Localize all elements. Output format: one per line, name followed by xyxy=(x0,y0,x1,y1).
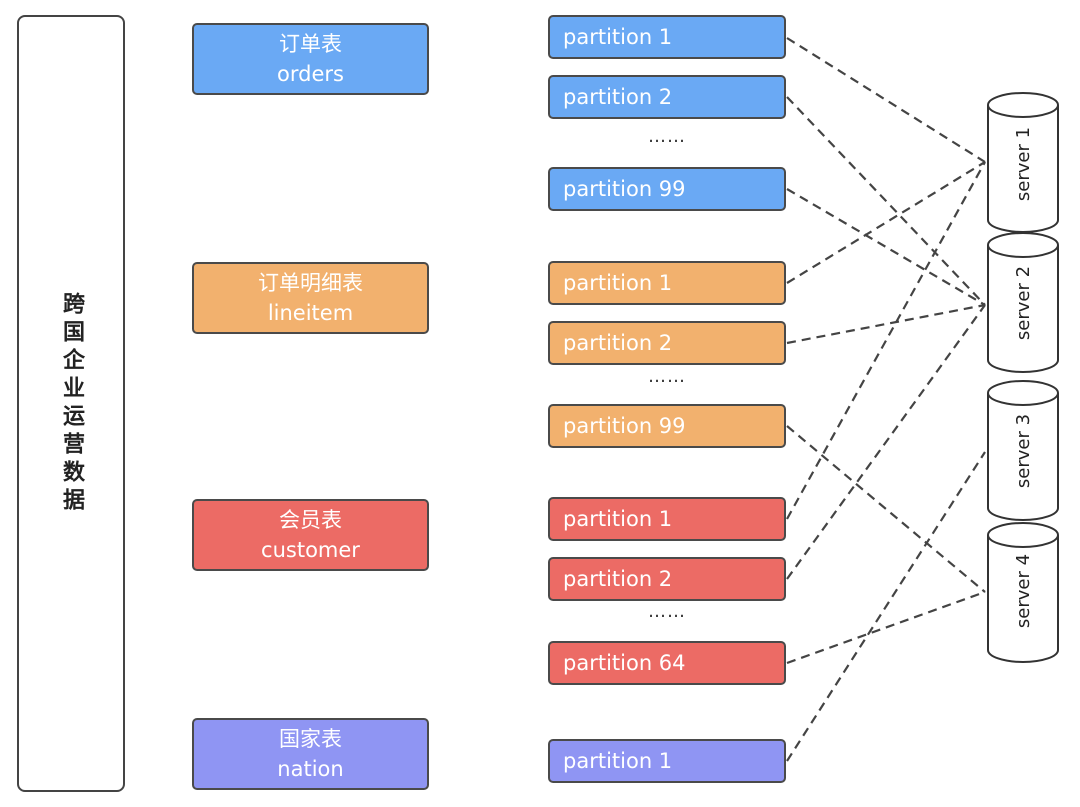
server-cylinder-top xyxy=(987,92,1059,118)
server-cylinder-top xyxy=(987,232,1059,258)
connection-line xyxy=(786,161,986,284)
table-name-cn: 订单表 xyxy=(279,32,342,56)
connection-line xyxy=(786,188,986,306)
data-group-title: 跨国企业运营数据 xyxy=(59,291,84,516)
server-cylinder-top xyxy=(987,522,1059,548)
table-name-en: customer xyxy=(261,538,360,562)
connection-line xyxy=(786,451,986,762)
partition-box: partition 1 xyxy=(548,261,786,305)
server-label: server 4 xyxy=(1013,553,1034,629)
table-box-nation: 国家表 nation xyxy=(192,718,429,790)
connection-line xyxy=(786,425,986,593)
table-box-customer: 会员表 customer xyxy=(192,499,429,571)
ellipsis: …… xyxy=(648,366,686,387)
partition-box: partition 1 xyxy=(548,739,786,783)
table-name-en: orders xyxy=(277,62,344,86)
server-label: server 2 xyxy=(1013,265,1034,341)
connection-line xyxy=(786,303,986,345)
server-cylinder-icon xyxy=(987,245,1059,373)
server-label: server 3 xyxy=(1013,413,1034,489)
table-name-cn: 国家表 xyxy=(279,727,342,751)
partition-box: partition 1 xyxy=(548,497,786,541)
connection-line xyxy=(786,161,986,520)
partition-box: partition 99 xyxy=(548,167,786,211)
server-label: server 1 xyxy=(1013,126,1034,202)
partition-box: partition 2 xyxy=(548,321,786,365)
ellipsis: …… xyxy=(648,601,686,622)
connection-line xyxy=(786,37,986,163)
table-name-en: nation xyxy=(277,757,344,781)
table-box-lineitem: 订单明细表 lineitem xyxy=(192,262,429,334)
partition-box: partition 64 xyxy=(548,641,786,685)
server-cylinder-icon xyxy=(987,105,1059,233)
partition-box: partition 2 xyxy=(548,75,786,119)
connection-line xyxy=(786,590,986,665)
connection-line xyxy=(786,304,986,580)
partition-box: partition 2 xyxy=(548,557,786,601)
table-box-orders: 订单表 orders xyxy=(192,23,429,95)
table-name-en: lineitem xyxy=(267,301,354,325)
partition-box: partition 99 xyxy=(548,404,786,448)
connection-line xyxy=(786,96,986,306)
table-name-cn: 订单明细表 xyxy=(258,271,363,295)
data-group-box: 跨国企业运营数据 xyxy=(17,15,125,792)
server-cylinder-icon xyxy=(987,393,1059,521)
partition-box: partition 1 xyxy=(548,15,786,59)
ellipsis: …… xyxy=(648,126,686,147)
server-cylinder-top xyxy=(987,380,1059,406)
server-cylinder-icon xyxy=(987,535,1059,663)
table-name-cn: 会员表 xyxy=(279,508,342,532)
